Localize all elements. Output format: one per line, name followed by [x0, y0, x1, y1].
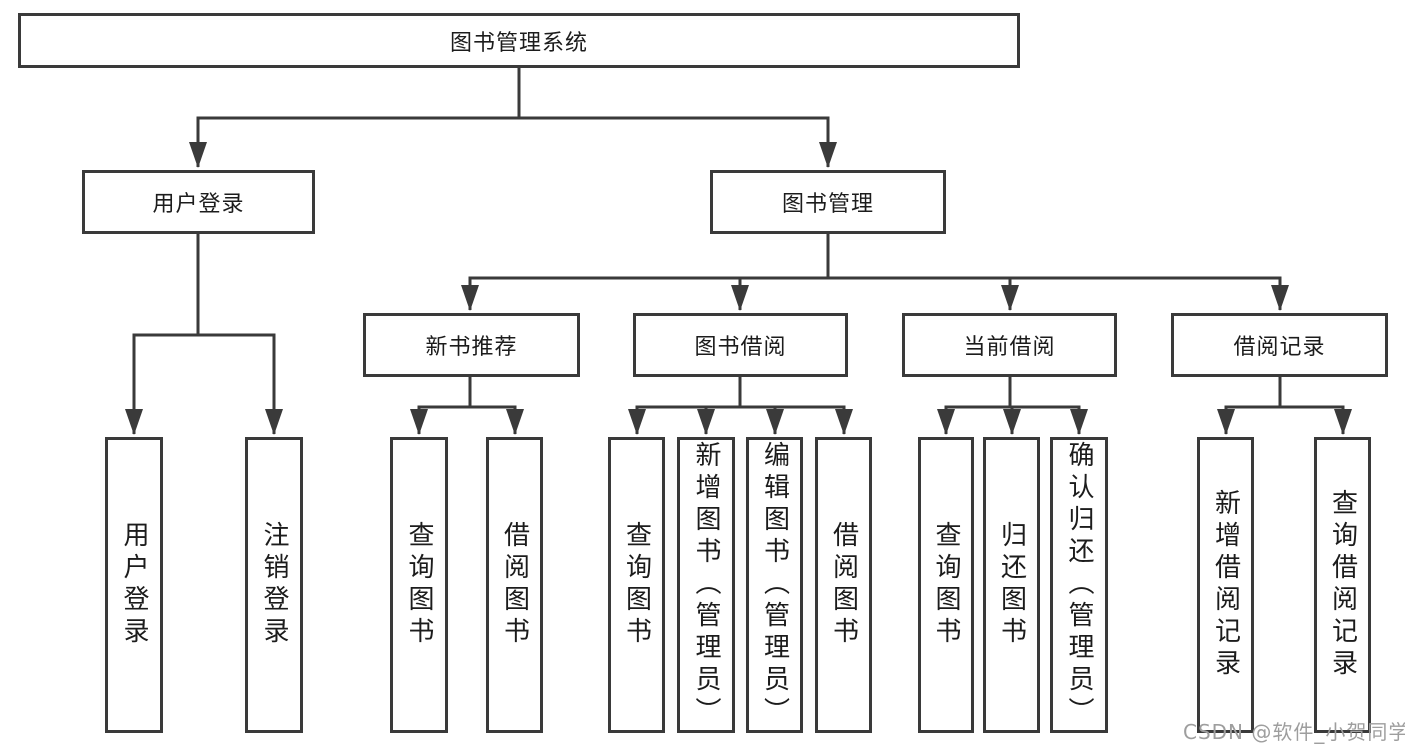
- leaf-return-books: 归还图书: [983, 437, 1040, 733]
- leaf-add-book-admin: 新增图书（管理员）: [677, 437, 735, 733]
- leaf-query-books: 查询图书: [918, 437, 974, 733]
- leaf-borrow-books: 借阅图书: [815, 437, 872, 733]
- node-label: 新书推荐: [425, 335, 518, 360]
- leaf-logout: 注销登录: [245, 437, 303, 733]
- leaf-confirm-return-admin: 确认归还（管理员）: [1050, 437, 1108, 733]
- node-label: 当前借阅: [963, 335, 1056, 360]
- leaf-borrow-books: 借阅图书: [486, 437, 543, 733]
- node-library-management-system: 图书管理系统: [18, 13, 1020, 68]
- node-label: 用户登录: [152, 192, 245, 217]
- leaf-edit-book-admin: 编辑图书（管理员）: [746, 437, 803, 733]
- node-user-login: 用户登录: [82, 170, 315, 234]
- leaf-query-books: 查询图书: [608, 437, 665, 733]
- node-borrowing-records: 借阅记录: [1171, 313, 1388, 377]
- leaf-query-books: 查询图书: [390, 437, 448, 733]
- node-label: 借阅记录: [1233, 335, 1326, 360]
- node-new-book-recommendation: 新书推荐: [363, 313, 580, 377]
- leaf-query-borrow-record: 查询借阅记录: [1314, 437, 1371, 733]
- leaf-add-borrow-record: 新增借阅记录: [1197, 437, 1254, 733]
- node-current-borrowing: 当前借阅: [902, 313, 1117, 377]
- csdn-watermark: CSDN @软件_小贺同学: [1183, 720, 1405, 744]
- node-label: 图书借阅: [694, 335, 787, 360]
- node-label: 图书管理: [781, 192, 874, 217]
- node-label: 图书管理系统: [449, 30, 588, 56]
- node-book-management: 图书管理: [710, 170, 946, 234]
- leaf-user-login: 用户登录: [105, 437, 163, 733]
- node-book-borrowing: 图书借阅: [633, 313, 848, 377]
